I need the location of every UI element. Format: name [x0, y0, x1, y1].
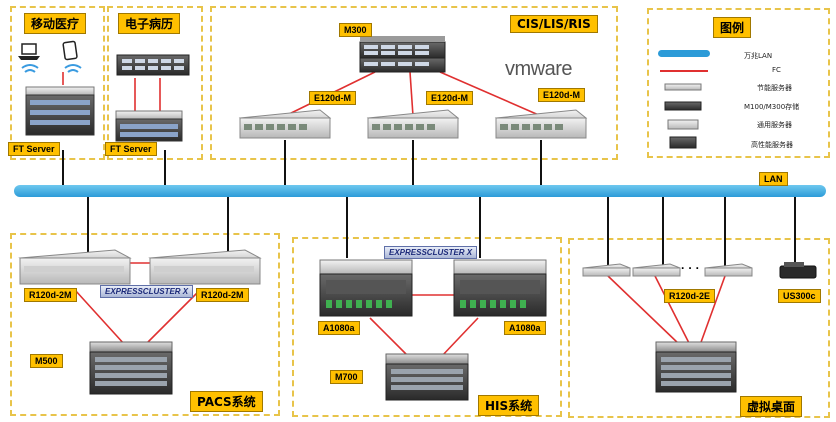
legend-item: 高性能服务器 [751, 141, 793, 149]
legend-item: M100/M300存储 [744, 103, 800, 111]
ft-server-label: FT Server [8, 142, 60, 156]
legend-item: 万兆LAN [744, 52, 773, 60]
legend-zone [647, 8, 830, 158]
expresscluster-badge: EXPRESSCLUSTER X [384, 246, 478, 259]
pacs-zone [10, 233, 280, 416]
m300-label: M300 [339, 23, 372, 37]
server-icon [632, 263, 681, 277]
his-zone [292, 237, 562, 417]
lan-backbone [14, 185, 826, 197]
zone-title-emr: 电子病历 [118, 13, 181, 34]
legend-item: 节能服务器 [757, 84, 792, 92]
expresscluster-badge: EXPRESSCLUSTER X [100, 285, 194, 298]
lan-label: LAN [759, 172, 788, 186]
ft-server-icon [25, 86, 95, 136]
thin-client-icon [779, 262, 817, 279]
server-icon [319, 259, 413, 317]
storage-icon [116, 54, 190, 76]
server-icon [704, 263, 753, 277]
storage-icon [655, 341, 737, 393]
tablet-icon [62, 40, 78, 61]
wifi-icon [21, 64, 82, 73]
a1080-label: A1080a [318, 321, 360, 335]
server-icon [453, 259, 547, 317]
ellipsis-text: · · · [681, 261, 700, 275]
us300c-label: US300c [778, 289, 821, 303]
storage-icon [385, 353, 469, 401]
vmware-logo: vmware [505, 58, 573, 80]
zone-title-mobile: 移动医疗 [24, 13, 87, 34]
server-icon [148, 249, 262, 285]
emr-zone [107, 6, 203, 160]
zone-title-vdi: 虚拟桌面 [740, 396, 803, 417]
zone-title-pacs: PACS系统 [190, 391, 263, 412]
m700-label: M700 [330, 370, 363, 384]
a1080-label: A1080a [504, 321, 546, 335]
zone-title-cis: CIS/LIS/RIS [510, 15, 598, 33]
zone-title-legend: 图例 [713, 17, 752, 38]
storage-icon [89, 341, 173, 395]
laptop-icon [18, 43, 40, 60]
server-icon [18, 249, 132, 285]
mobile-zone [10, 6, 105, 160]
r120-label: R120d-2M [196, 288, 249, 302]
r120-label: R120d-2M [24, 288, 77, 302]
vdi-zone [568, 238, 830, 418]
legend-item: 通用服务器 [757, 121, 792, 129]
ft-server-icon [115, 110, 183, 142]
legend-symbols [658, 50, 710, 149]
r120e-label: R120d-2E [664, 289, 716, 303]
server-icon [366, 109, 460, 139]
server-icon [238, 109, 332, 139]
server-icon [582, 263, 631, 277]
storage-icon [359, 36, 446, 73]
ft-server-label: FT Server [105, 142, 157, 156]
m500-label: M500 [30, 354, 63, 368]
legend-item: FC [772, 66, 781, 74]
e120-label: E120d-M [426, 91, 474, 105]
e120-label: E120d-M [538, 88, 586, 102]
server-icon [494, 109, 588, 139]
e120-label: E120d-M [309, 91, 357, 105]
zone-title-his: HIS系统 [478, 395, 540, 416]
